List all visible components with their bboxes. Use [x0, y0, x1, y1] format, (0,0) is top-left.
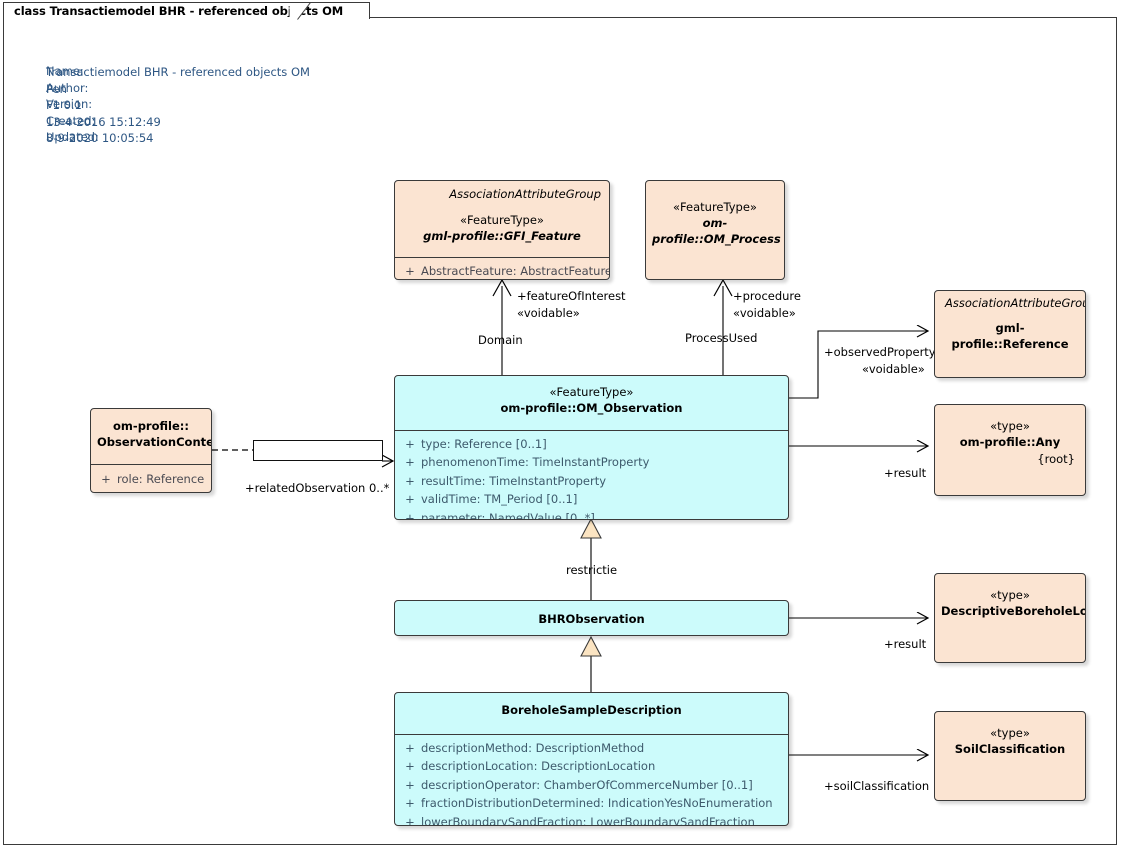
meta-updated-label: Updated:: [46, 130, 99, 144]
attribute-row: + descriptionMethod: DescriptionMethod: [399, 739, 784, 757]
label-procedure-stereotype: «voidable»: [733, 306, 796, 320]
attribute-text: validTime: TM_Period [0..1]: [421, 492, 578, 507]
attribute-text: role: Reference: [117, 472, 205, 486]
bhrobservation-name: BHRObservation: [538, 612, 645, 626]
observation-context-name-line2: ObservationContext: [97, 435, 211, 449]
attribute-text: parameter: NamedValue [0..*]: [421, 510, 595, 520]
soilclassification-name: SoilClassification: [954, 742, 1066, 756]
any-root-marker: {root}: [1037, 452, 1075, 466]
attribute-row: + descriptionOperator: ChamberOfCommerce…: [399, 776, 784, 794]
class-soilclassification[interactable]: «type» SoilClassification: [934, 711, 1086, 801]
attribute-visibility: +: [405, 455, 415, 470]
title-tab-mask: [4, 17, 290, 19]
attribute-row: + parameter: NamedValue [0..*]: [399, 509, 784, 520]
label-restrictie: restrictie: [566, 563, 618, 577]
attribute-row: + AbstractFeature: AbstractFeature: [399, 262, 609, 279]
meta-version-value: F1 0.1: [46, 98, 82, 112]
label-soil-classification: +soilClassification: [824, 779, 930, 793]
class-om-profile-om-process[interactable]: «FeatureType» om-profile::OM_Process: [645, 180, 785, 280]
meta-version-label: Version:: [46, 97, 93, 111]
attribute-text: descriptionOperator: ChamberOfCommerceNu…: [421, 777, 753, 792]
attribute-row: + validTime: TM_Period [0..1]: [399, 490, 784, 508]
related-observation-association-box: [253, 440, 383, 461]
class-bhrobservation[interactable]: BHRObservation: [394, 600, 789, 636]
label-feature-of-interest-stereotype: «voidable»: [517, 306, 580, 320]
attribute-text: type: Reference [0..1]: [421, 437, 547, 451]
om-observation-separator: [395, 430, 788, 431]
meta-created-label: Created:: [46, 113, 96, 128]
attribute-visibility: +: [405, 510, 415, 520]
class-om-profile-any[interactable]: «type» om-profile::Any {root}: [934, 404, 1086, 496]
attribute-text: descriptionMethod: DescriptionMethod: [421, 741, 645, 755]
label-procedure-role: +procedure: [733, 289, 801, 303]
om-process-name: om-profile::OM_Process: [652, 216, 781, 246]
attribute-text: fractionDistributionDetermined: Indicati…: [421, 796, 773, 811]
class-om-profile-observationcontext[interactable]: om-profile:: ObservationContext + role: …: [90, 408, 212, 493]
om-process-stereotype: «FeatureType»: [673, 200, 757, 214]
class-om-profile-om-observation[interactable]: «FeatureType» om-profile::OM_Observation…: [394, 375, 789, 520]
label-domain: Domain: [478, 333, 523, 347]
class-descriptiveboreholelog[interactable]: «type» DescriptiveBoreholeLog: [934, 573, 1086, 663]
attribute-row: + role: Reference: [95, 470, 207, 488]
attribute-visibility: +: [405, 473, 415, 488]
attribute-visibility: +: [405, 741, 415, 755]
label-observed-property-stereotype: «voidable»: [862, 362, 925, 376]
reference-name: gml-profile::Reference: [951, 321, 1069, 351]
label-feature-of-interest-role: +featureOfInterest: [517, 289, 626, 303]
class-gml-profile-reference[interactable]: AssociationAttributeGroup gml-profile::R…: [934, 290, 1086, 378]
any-name: om-profile::Any: [959, 435, 1061, 449]
any-stereotype: «type»: [990, 419, 1030, 433]
attribute-text: AbstractFeature: AbstractFeature: [421, 264, 610, 278]
soilclassification-stereotype: «type»: [990, 726, 1030, 740]
meta-author-value: Pen: [46, 81, 67, 96]
reference-group: AssociationAttributeGroup: [945, 296, 1086, 310]
gfi-feature-name: gml-profile::GFI_Feature: [423, 229, 581, 243]
attribute-row: + fractionDistributionDetermined: Indica…: [399, 794, 784, 812]
attribute-visibility: +: [405, 437, 415, 451]
attribute-row: + resultTime: TimeInstantProperty: [399, 472, 784, 490]
diagram-title-tab: class Transactiemodel BHR - referenced o…: [3, 2, 371, 19]
meta-updated-value: 8-9-2020 10:05:54: [46, 131, 154, 145]
om-observation-name: om-profile::OM_Observation: [500, 401, 683, 415]
class-gml-profile-gfi-feature[interactable]: AssociationAttributeGroup «FeatureType» …: [394, 180, 610, 280]
diagram-title-text: class Transactiemodel BHR - referenced o…: [14, 4, 344, 18]
meta-name-value: Transactiemodel BHR - referenced objects…: [46, 65, 310, 79]
attribute-visibility: +: [101, 472, 111, 486]
descriptiveboreholelog-stereotype: «type»: [990, 588, 1030, 602]
meta-author-label: Author:: [46, 80, 89, 95]
attribute-visibility: +: [405, 814, 415, 826]
label-related-observation: +relatedObservation 0..*: [245, 481, 390, 495]
attribute-text: lowerBoundarySandFraction: LowerBoundary…: [421, 814, 755, 826]
diagram-frame: [3, 17, 1117, 845]
label-result-log: +result: [884, 637, 927, 651]
meta-created-value: 13-4-2016 15:12:49: [46, 114, 161, 129]
attribute-visibility: +: [405, 777, 415, 792]
attribute-text: phenomenonTime: TimeInstantProperty: [421, 455, 650, 470]
attribute-visibility: +: [405, 796, 415, 811]
observation-context-name-line1: om-profile::: [113, 419, 189, 433]
attribute-visibility: +: [405, 759, 415, 774]
attribute-visibility: +: [405, 264, 415, 278]
diagram-metadata: Name: Transactiemodel BHR - referenced o…: [46, 64, 310, 147]
attribute-row: + descriptionLocation: DescriptionLocati…: [399, 757, 784, 775]
class-boreholesampledescription[interactable]: BoreholeSampleDescription + descriptionM…: [394, 692, 789, 826]
label-result-any: +result: [884, 466, 927, 480]
boreholesampledescription-separator: [395, 734, 788, 735]
descriptiveboreholelog-name: DescriptiveBoreholeLog: [941, 604, 1086, 618]
label-observed-property-role: +observedProperty: [824, 345, 936, 359]
attribute-row: + phenomenonTime: TimeInstantProperty: [399, 453, 784, 471]
attribute-text: descriptionLocation: DescriptionLocation: [421, 759, 656, 774]
attribute-row: + lowerBoundarySandFraction: LowerBounda…: [399, 813, 784, 826]
label-process-used: ProcessUsed: [685, 331, 758, 345]
attribute-row: + type: Reference [0..1]: [399, 435, 784, 453]
gfi-feature-group: AssociationAttributeGroup: [449, 187, 601, 201]
gfi-feature-separator: [395, 257, 609, 258]
om-observation-stereotype: «FeatureType»: [549, 385, 634, 399]
meta-name-label: Name:: [46, 64, 84, 78]
observation-context-separator: [91, 464, 211, 465]
attribute-text: resultTime: TimeInstantProperty: [421, 473, 607, 488]
gfi-feature-stereotype: «FeatureType»: [460, 213, 544, 227]
attribute-visibility: +: [405, 492, 415, 507]
boreholesampledescription-name: BoreholeSampleDescription: [501, 703, 682, 717]
